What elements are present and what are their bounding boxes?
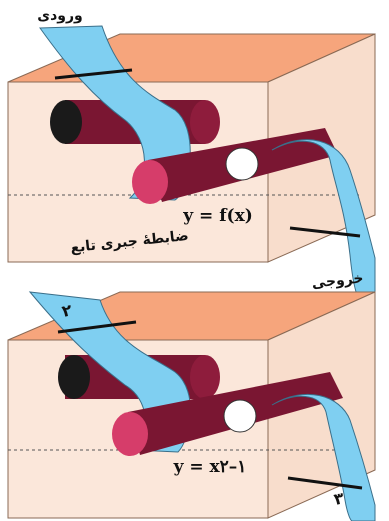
formula-top: y = f(x) [182, 206, 253, 226]
output-cut-line [287, 476, 363, 490]
back-rod-end-right [190, 355, 220, 399]
output-value: ۳ [332, 488, 346, 509]
input-cut-line [57, 320, 137, 334]
function-machine-bottom: ۲ ۳ y = x۲–۱ [7, 291, 376, 521]
output-tape [271, 393, 376, 521]
input-cut-line [54, 68, 133, 80]
back-rod-end-right [190, 100, 220, 144]
input-tape [39, 25, 191, 201]
front-rod-white-knob [225, 147, 259, 181]
output-label: خروجی [311, 270, 364, 291]
input-label: ورودی [37, 8, 82, 24]
formula-bottom: y = x۲–۱ [173, 457, 247, 477]
front-rod-end-pink [112, 412, 148, 456]
back-rod-end-black [58, 355, 90, 399]
front-rod-white-knob [223, 399, 257, 433]
front-rod-end-pink [132, 160, 168, 204]
output-cut-line [289, 226, 361, 238]
back-rod-end-black [50, 100, 82, 144]
function-machine-top: ورودی y = f(x) ضابطهٔ جبری تابع خروجی [7, 8, 376, 301]
input-value: ۲ [60, 300, 74, 321]
